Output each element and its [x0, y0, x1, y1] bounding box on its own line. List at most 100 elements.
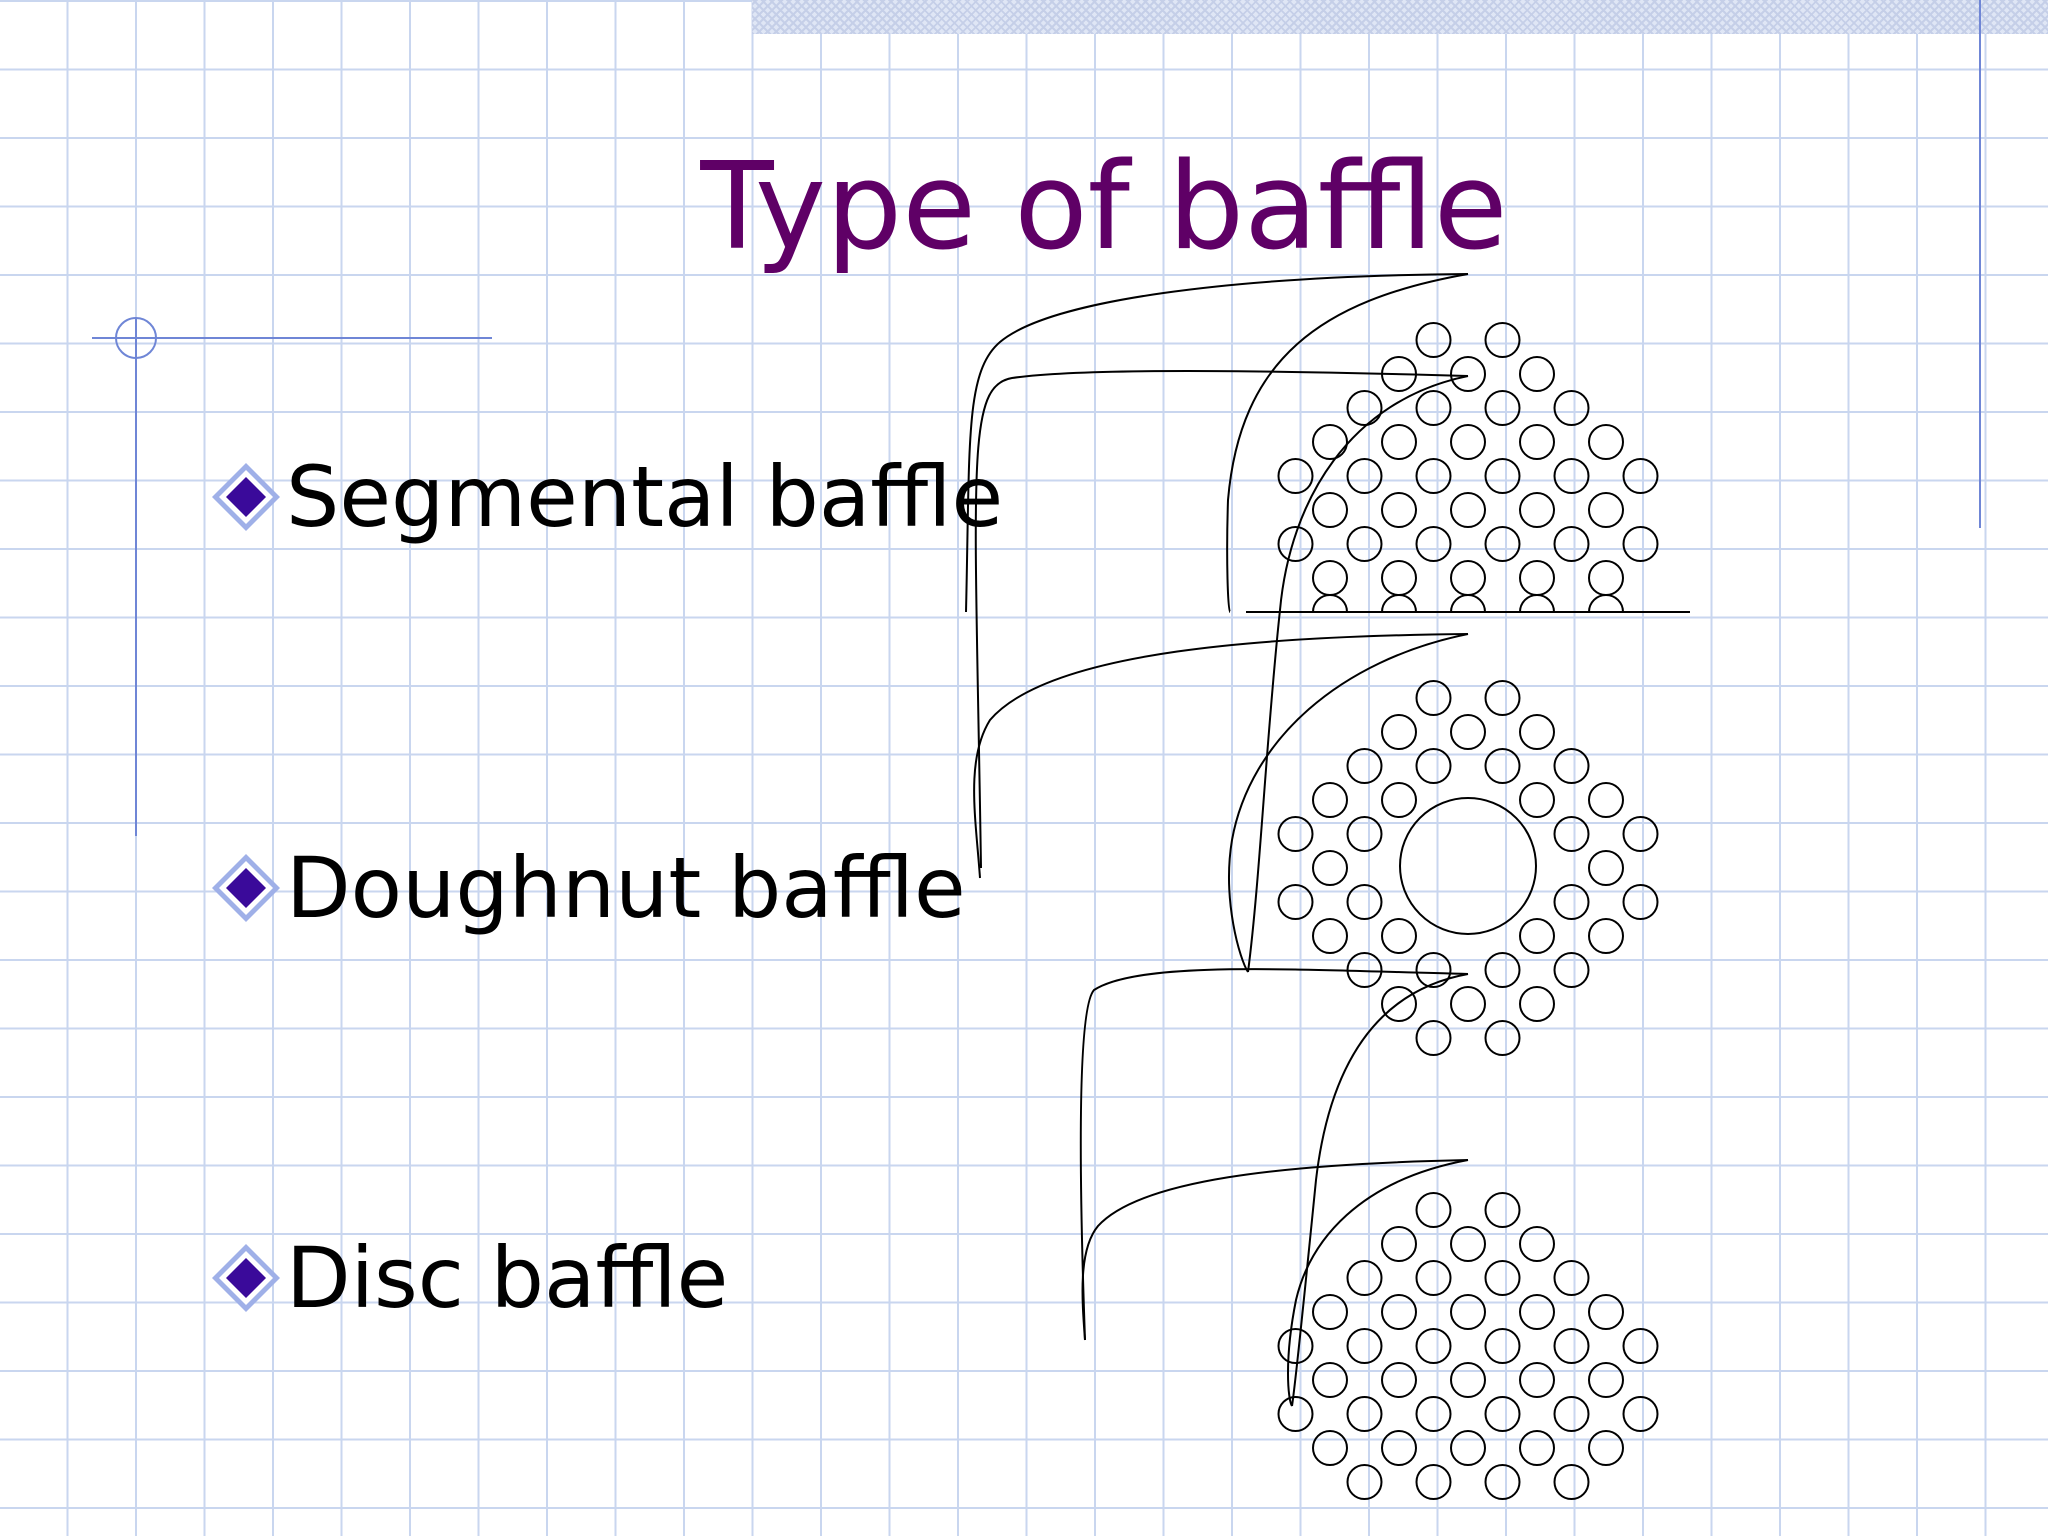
- tube-hole: [1381, 492, 1417, 528]
- tube-hole: [1312, 560, 1348, 596]
- tube-hole: [1553, 1260, 1590, 1296]
- tube-hole: [1519, 782, 1555, 818]
- bullet-label: Doughnut baffle: [286, 839, 966, 937]
- tube-hole: [1381, 986, 1417, 1022]
- tube-hole: [1312, 492, 1348, 528]
- tube-hole: [1415, 322, 1452, 358]
- tube-hole: [1415, 952, 1452, 988]
- connector-curve: [1291, 973, 1469, 1407]
- tube-hole: [1588, 424, 1624, 460]
- tube-hole: [1622, 816, 1659, 852]
- tube-hole-cut: [1312, 594, 1348, 613]
- tube-hole: [1277, 1328, 1314, 1364]
- tube-hole: [1588, 1294, 1624, 1330]
- tube-hole: [1553, 390, 1590, 426]
- tube-hole: [1277, 458, 1314, 494]
- tube-hole: [1346, 748, 1383, 784]
- tube-hole-cut: [1588, 594, 1624, 613]
- tube-hole: [1346, 1260, 1383, 1296]
- tube-hole: [1346, 816, 1383, 852]
- circle-crosshair-icon: [115, 317, 157, 359]
- connector-curve: [1228, 633, 1469, 973]
- tube-hole: [1519, 560, 1555, 596]
- tube-hole: [1415, 1260, 1452, 1296]
- tube-hole: [1381, 1362, 1417, 1398]
- tube-hole: [1415, 748, 1452, 784]
- tube-hole: [1381, 356, 1417, 392]
- connector-curve: [974, 370, 1469, 869]
- bullet-disc-baffle: Disc baffle: [210, 1228, 728, 1328]
- tube-hole: [1312, 782, 1348, 818]
- tube-hole: [1484, 748, 1521, 784]
- top-pattern-band: [752, 0, 2048, 34]
- connector-curve: [1081, 1159, 1469, 1341]
- tube-hole: [1553, 1396, 1590, 1432]
- tube-hole: [1381, 1430, 1417, 1466]
- tube-hole: [1519, 986, 1555, 1022]
- tube-hole: [1553, 526, 1590, 562]
- tube-hole: [1277, 816, 1314, 852]
- bullet-doughnut-baffle: Doughnut baffle: [210, 838, 966, 938]
- tube-hole: [1415, 390, 1452, 426]
- tube-hole: [1588, 1430, 1624, 1466]
- tube-hole: [1553, 748, 1590, 784]
- tube-hole: [1484, 390, 1521, 426]
- tube-hole: [1588, 560, 1624, 596]
- tube-hole: [1588, 1362, 1624, 1398]
- tube-hole: [1381, 782, 1417, 818]
- segmental-baffle-diagram: [1246, 322, 1690, 613]
- tube-hole: [1622, 458, 1659, 494]
- tube-hole: [1415, 1020, 1452, 1056]
- tube-hole: [1312, 1294, 1348, 1330]
- tube-hole: [1381, 1294, 1417, 1330]
- connector-curve: [1079, 968, 1469, 1341]
- tube-hole: [1553, 458, 1590, 494]
- tube-hole: [1484, 1020, 1521, 1056]
- connector-curve: [973, 633, 1469, 879]
- diamond-bullet-icon: [212, 1244, 280, 1312]
- tube-hole: [1346, 1396, 1383, 1432]
- tube-hole: [1415, 1328, 1452, 1364]
- tube-hole: [1622, 1328, 1659, 1364]
- bullet-label: Segmental baffle: [286, 448, 1004, 546]
- tube-hole: [1519, 1226, 1555, 1262]
- doughnut-baffle-diagram: [1277, 680, 1659, 1056]
- tube-hole-cut: [1381, 594, 1417, 613]
- tube-hole: [1553, 816, 1590, 852]
- diamond-bullet-icon: [212, 854, 280, 922]
- tube-hole: [1588, 492, 1624, 528]
- tube-hole: [1519, 356, 1555, 392]
- tube-hole: [1277, 526, 1314, 562]
- tube-hole: [1450, 714, 1486, 750]
- tube-hole: [1519, 492, 1555, 528]
- tube-hole: [1346, 1464, 1383, 1500]
- tube-hole: [1484, 952, 1521, 988]
- tube-hole: [1346, 458, 1383, 494]
- tube-hole: [1484, 322, 1521, 358]
- tube-hole: [1484, 526, 1521, 562]
- tube-hole: [1484, 1396, 1521, 1432]
- tube-hole: [1450, 1294, 1486, 1330]
- bullet-segmental-baffle: Segmental baffle: [210, 447, 1003, 547]
- tube-hole: [1588, 850, 1624, 886]
- tube-hole: [1346, 1328, 1383, 1364]
- tube-hole: [1484, 680, 1521, 716]
- tube-hole: [1415, 1464, 1452, 1500]
- connector-curves: [965, 273, 1469, 1407]
- tube-hole: [1553, 884, 1590, 920]
- tube-hole: [1415, 458, 1452, 494]
- bullet-label: Disc baffle: [286, 1229, 729, 1327]
- tube-hole: [1312, 1430, 1348, 1466]
- tube-hole: [1519, 424, 1555, 460]
- tube-hole: [1312, 850, 1348, 886]
- tube-hole: [1588, 918, 1624, 954]
- tube-hole: [1381, 1226, 1417, 1262]
- tube-hole: [1346, 390, 1383, 426]
- connector-curve: [965, 273, 1469, 613]
- tube-hole: [1346, 526, 1383, 562]
- disc-baffle-diagram: [1277, 1192, 1659, 1500]
- tube-hole: [1553, 1328, 1590, 1364]
- tube-hole: [1415, 1396, 1452, 1432]
- connector-curve: [1226, 273, 1469, 613]
